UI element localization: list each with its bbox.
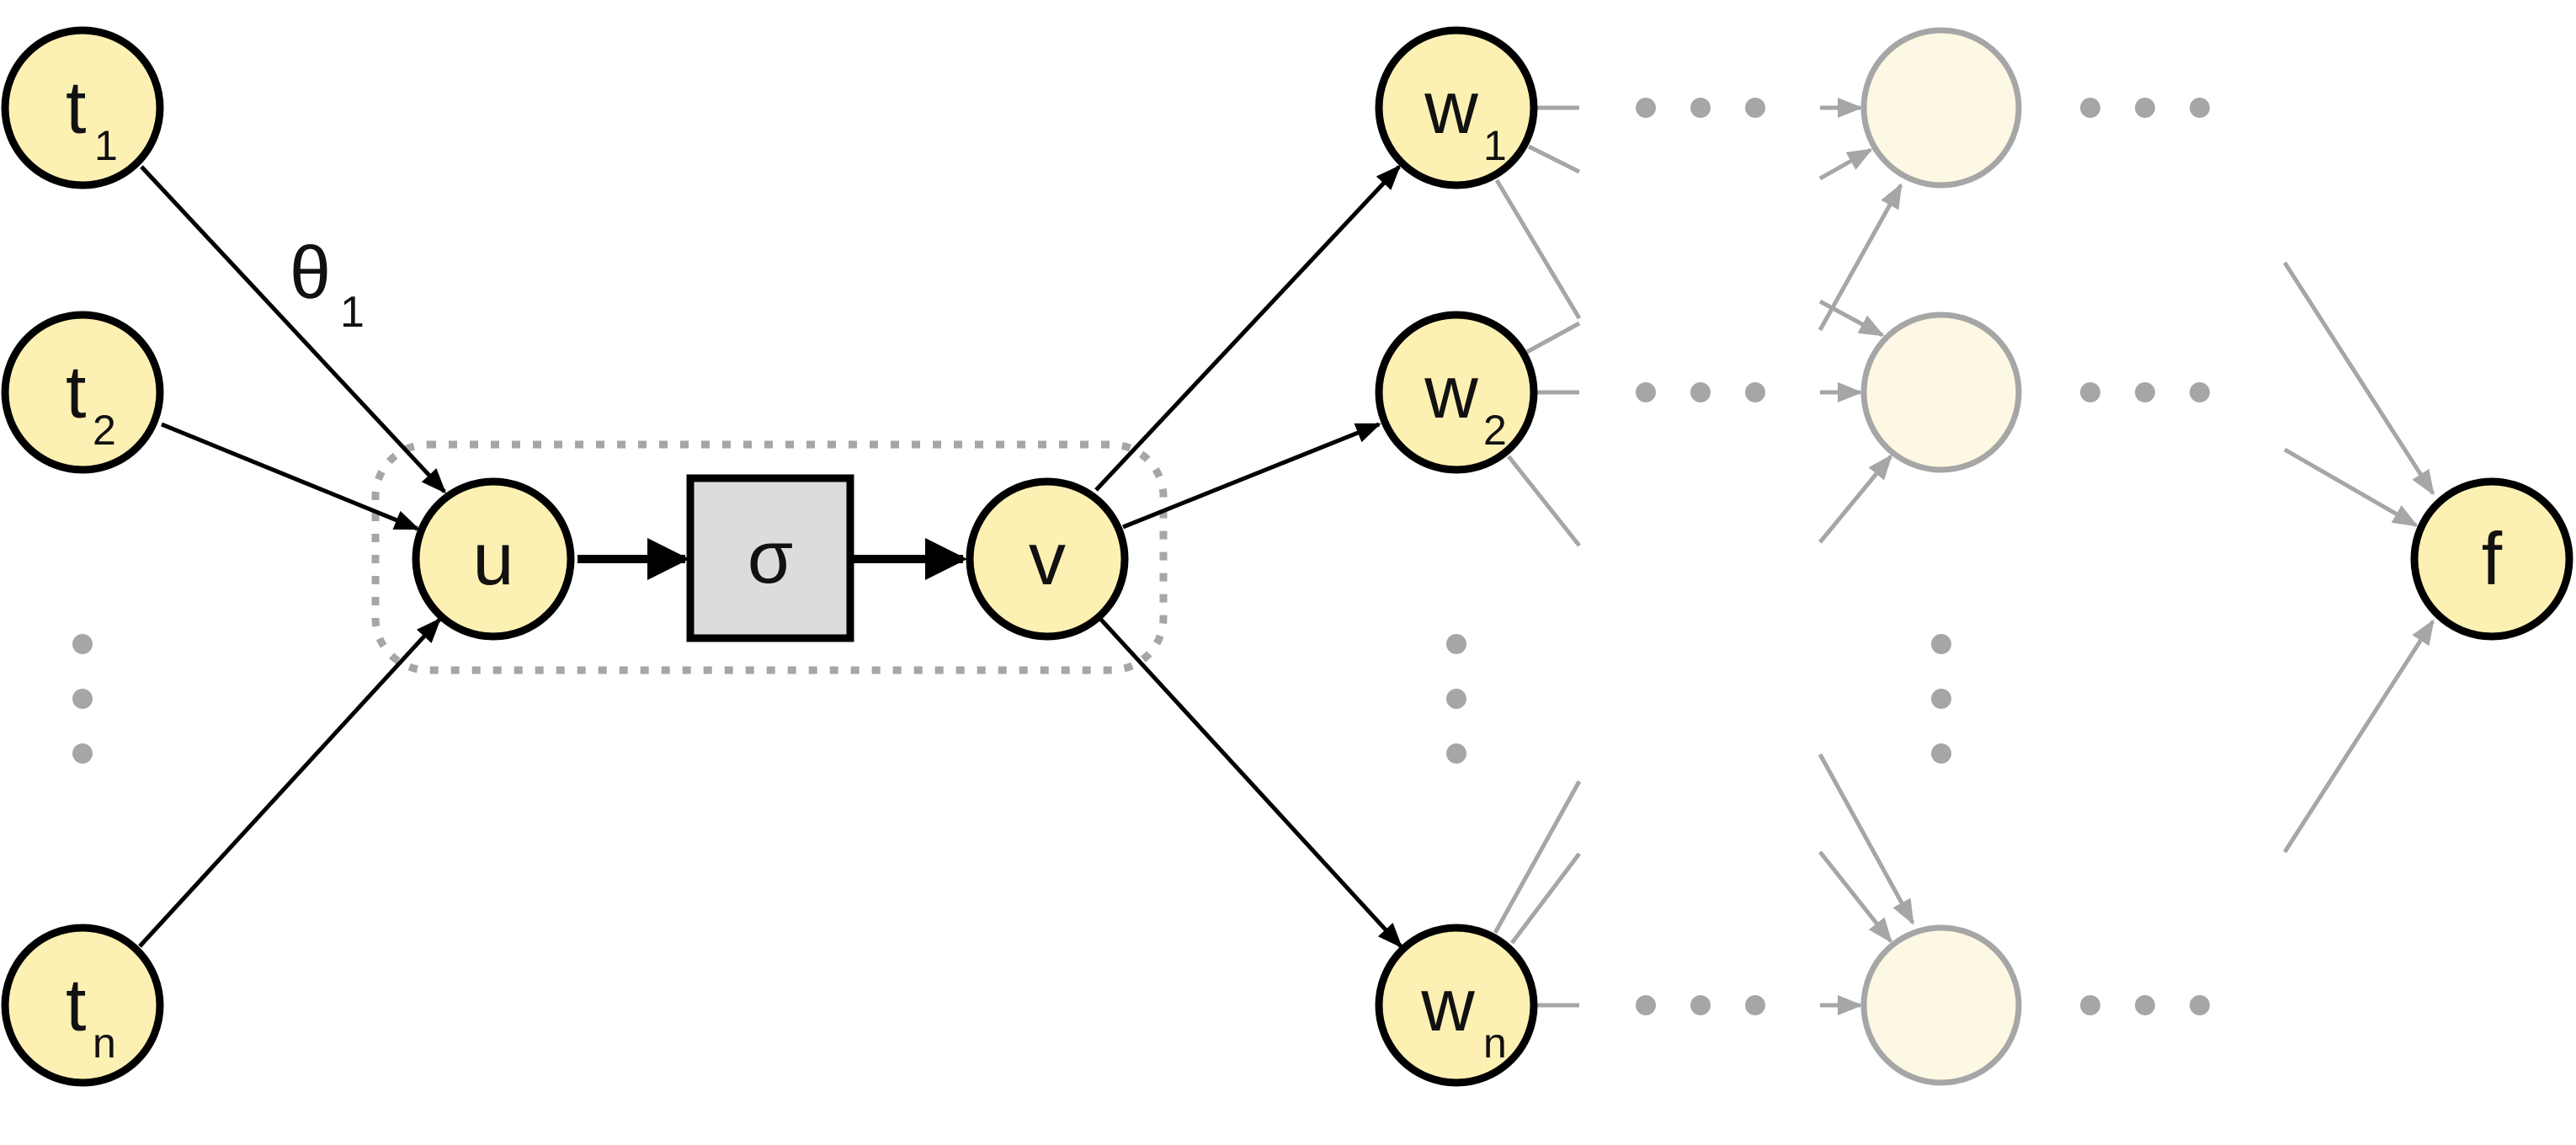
edge-faint bbox=[1494, 178, 1582, 320]
svg-text:1: 1 bbox=[340, 288, 365, 337]
node-faint-1 bbox=[1860, 27, 2022, 189]
edge-faint bbox=[1818, 299, 1885, 338]
edge-faint bbox=[1493, 780, 1582, 935]
edge-faint bbox=[1527, 144, 1581, 174]
activation-sigma-box: σ bbox=[686, 474, 854, 642]
edge-v-w2 bbox=[1122, 422, 1381, 530]
svg-text:w: w bbox=[1420, 963, 1475, 1046]
edge-t1-u bbox=[140, 165, 447, 494]
svg-text:v: v bbox=[1029, 517, 1066, 600]
svg-text:θ: θ bbox=[290, 231, 331, 314]
svg-text:n: n bbox=[93, 1020, 116, 1067]
svg-text:σ: σ bbox=[748, 515, 793, 599]
edge-v-w1 bbox=[1094, 164, 1402, 492]
svg-text:n: n bbox=[1483, 1020, 1507, 1067]
edge-t2-u bbox=[161, 422, 420, 531]
svg-text:w: w bbox=[1424, 350, 1478, 434]
svg-text:t: t bbox=[66, 963, 86, 1046]
neuron-group-box bbox=[371, 440, 1168, 674]
svg-text:t: t bbox=[66, 66, 86, 149]
node-w2: w 2 bbox=[1375, 311, 1538, 474]
node-faint-n bbox=[1860, 924, 2022, 1086]
node-w1: w 1 bbox=[1375, 26, 1538, 189]
svg-text:f: f bbox=[2482, 517, 2503, 600]
svg-text:u: u bbox=[473, 517, 514, 600]
node-tn: t n bbox=[1, 924, 164, 1087]
weight-label-theta1: θ 1 bbox=[290, 231, 365, 337]
node-u: u bbox=[412, 477, 575, 641]
node-t2: t 2 bbox=[1, 311, 164, 474]
edge-faint bbox=[1510, 852, 1581, 945]
edge-faint bbox=[2282, 261, 2435, 496]
edge-faint bbox=[1818, 753, 1915, 925]
node-f: f bbox=[2410, 477, 2573, 641]
edge-faint bbox=[2282, 619, 2435, 854]
edge-faint bbox=[1818, 850, 1892, 944]
node-faint-2 bbox=[1860, 312, 2022, 473]
svg-text:1: 1 bbox=[94, 122, 118, 169]
node-wn: w n bbox=[1375, 924, 1538, 1087]
node-t1: t 1 bbox=[1, 26, 164, 189]
edge-faint bbox=[2283, 447, 2419, 528]
edge-v-wn bbox=[1099, 618, 1403, 949]
ellipsis-dots bbox=[72, 98, 2210, 1015]
edge-faint bbox=[1525, 321, 1581, 354]
edge-tn-u bbox=[138, 617, 442, 948]
edge-faint bbox=[1818, 454, 1892, 544]
svg-text:t: t bbox=[66, 350, 86, 434]
edge-faint bbox=[1818, 147, 1873, 181]
edge-faint bbox=[1818, 183, 1903, 332]
svg-text:w: w bbox=[1424, 66, 1478, 149]
svg-text:2: 2 bbox=[93, 407, 116, 454]
svg-text:1: 1 bbox=[1483, 122, 1507, 169]
node-v: v bbox=[966, 477, 1129, 641]
svg-text:2: 2 bbox=[1483, 407, 1507, 454]
edge-faint bbox=[1507, 455, 1581, 547]
